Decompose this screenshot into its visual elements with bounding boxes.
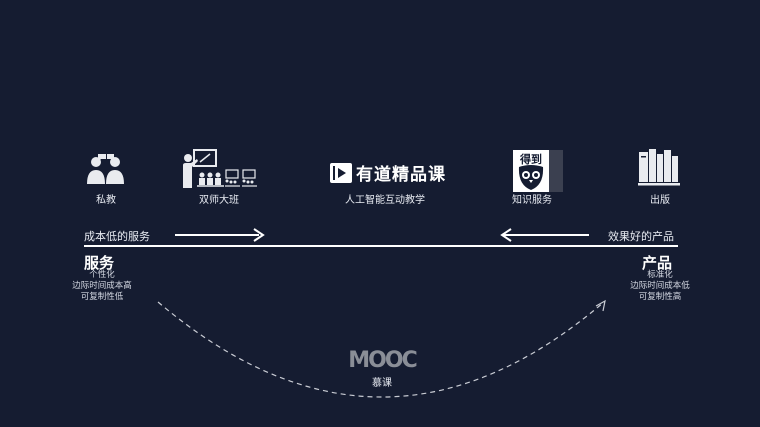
mooc-logo-icon: MOOC: [348, 348, 417, 373]
dedao-logo-text: 得到: [520, 153, 542, 166]
youdao-play-logo-icon: [330, 162, 352, 183]
people-talking-icon: [84, 153, 128, 189]
private-tutor-label: 私教: [96, 195, 116, 206]
publishing-label: 出版: [650, 195, 670, 206]
left-axis-caption: 成本低的服务: [84, 230, 150, 243]
service-details: 个性化 边际时间成本高 可复制性低: [72, 270, 132, 303]
arc-arrowhead-icon: [595, 299, 606, 312]
service-title: 服务: [84, 254, 115, 272]
bookshelf-icon: [638, 148, 680, 190]
service-line: 边际时间成本高: [72, 281, 132, 291]
spectrum-axis: [84, 245, 678, 247]
product-details: 标准化 边际时间成本低 可复制性高: [630, 270, 690, 303]
product-line: 标准化: [647, 270, 673, 280]
product-title: 产品: [642, 254, 673, 272]
youdao-logo: 有道精品课: [330, 160, 446, 185]
dedao-label: 知识服务: [512, 195, 552, 206]
youdao-logo-text: 有道精品课: [356, 165, 446, 185]
right-axis-caption: 效果好的产品: [608, 230, 674, 243]
teacher-classroom-icon: [180, 148, 260, 194]
dedao-logo: 得到: [513, 150, 563, 192]
mooc-logo-text: MOOC: [348, 348, 417, 373]
service-line: 可复制性低: [80, 292, 124, 302]
service-line: 个性化: [89, 270, 115, 280]
youdao-label: 人工智能互动教学: [345, 195, 425, 206]
mooc-label: 慕课: [372, 378, 392, 389]
owl-logo-icon: 得到: [513, 150, 549, 192]
teacher-class-label: 双师大班: [199, 195, 239, 206]
product-line: 可复制性高: [638, 292, 682, 302]
product-line: 边际时间成本低: [630, 281, 690, 291]
